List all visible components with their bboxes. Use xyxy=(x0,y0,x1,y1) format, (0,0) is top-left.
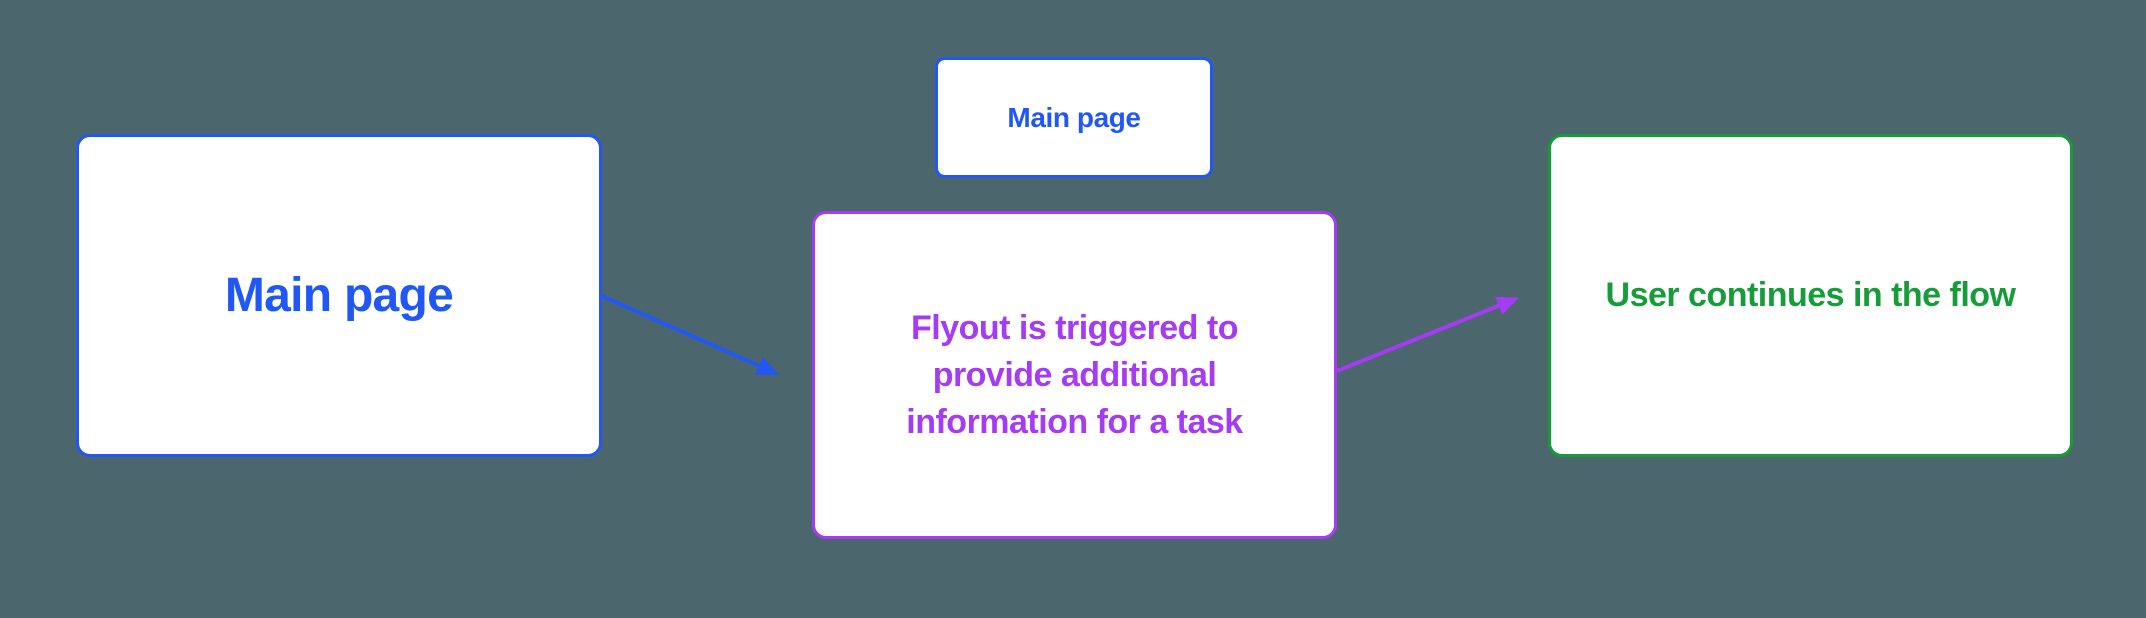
node-main-page-small-label: Main page xyxy=(1007,101,1141,133)
node-main-page-label: Main page xyxy=(224,269,454,322)
node-flyout: Flyout is triggered to provide additiona… xyxy=(812,211,1337,539)
node-user-continues: User continues in the flow xyxy=(1548,134,2073,457)
arrow-flyout-to-continue xyxy=(1336,296,1520,373)
arrow-main-to-flyout xyxy=(601,294,780,375)
node-main-page: Main page xyxy=(76,134,602,457)
node-flyout-label-line1: Flyout is triggered to xyxy=(911,308,1238,347)
node-main-page-small: Main page xyxy=(935,57,1213,178)
node-user-continues-label: User continues in the flow xyxy=(1605,276,2016,314)
node-flyout-label-line3: information for a task xyxy=(906,402,1243,441)
node-flyout-label-line2: provide additional xyxy=(932,355,1217,394)
